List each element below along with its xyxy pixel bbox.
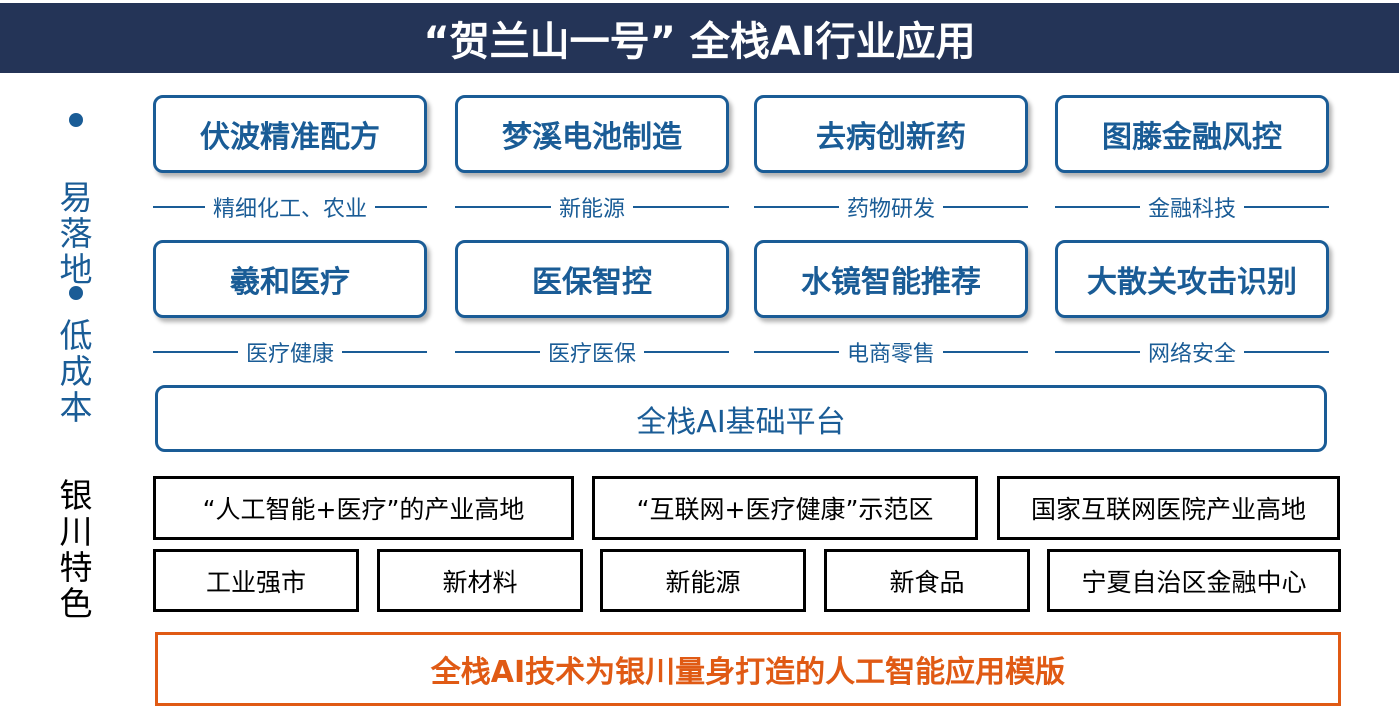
divider-line (153, 351, 238, 353)
feature-box: 新食品 (824, 549, 1030, 612)
sector-label: 电商零售 (754, 337, 1029, 367)
app-box: 梦溪电池制造 (455, 95, 729, 173)
sector-text: 电商零售 (847, 342, 936, 367)
bullet-icon (69, 286, 83, 300)
divider-line (375, 206, 428, 208)
divider-line (455, 351, 540, 353)
divider-line (1244, 351, 1330, 353)
sector-label: 金融科技 (1055, 192, 1330, 222)
app-box: 羲和医疗 (153, 240, 427, 318)
sector-text: 药物研发 (847, 197, 936, 222)
sector-text: 医疗健康 (246, 342, 335, 367)
feature-box: “人工智能+医疗”的产业高地 (153, 476, 574, 540)
divider-line (1055, 351, 1140, 353)
feature-box: 宁夏自治区金融中心 (1047, 549, 1341, 612)
sector-label: 药物研发 (754, 192, 1029, 222)
feature-box: 国家互联网医院产业高地 (997, 476, 1340, 540)
divider-line (455, 206, 551, 208)
feature-box: 新材料 (377, 549, 583, 612)
sector-label: 新能源 (455, 192, 730, 222)
divider-line (754, 206, 839, 208)
sector-text: 网络安全 (1148, 342, 1237, 367)
platform-box: 全栈AI基础平台 (155, 385, 1327, 452)
feature-box: 新能源 (600, 549, 806, 612)
sector-text: 金融科技 (1148, 197, 1237, 222)
sector-text: 精细化工、农业 (213, 197, 368, 222)
side-label-cost: 低成本 (59, 316, 93, 427)
feature-box: “互联网+医疗健康”示范区 (592, 476, 978, 540)
divider-line (1244, 206, 1330, 208)
app-box: 水镜智能推荐 (754, 240, 1028, 318)
feature-box: 工业强市 (153, 549, 359, 612)
sector-label: 医疗健康 (153, 337, 428, 367)
sector-label: 网络安全 (1055, 337, 1330, 367)
divider-line (943, 206, 1029, 208)
divider-line (754, 351, 839, 353)
app-box: 大散关攻击识别 (1055, 240, 1329, 318)
bullet-icon (69, 113, 83, 127)
footer-banner: 全栈AI技术为银川量身打造的人工智能应用模版 (155, 632, 1341, 706)
divider-line (644, 351, 730, 353)
divider-line (943, 351, 1029, 353)
divider-line (342, 351, 428, 353)
divider-line (633, 206, 730, 208)
app-box: 图藤金融风控 (1055, 95, 1329, 173)
side-label-easy: 易落地 (59, 178, 93, 289)
app-box: 伏波精准配方 (153, 95, 427, 173)
page-title: “贺兰山一号” 全栈AI行业应用 (0, 3, 1399, 73)
divider-line (1055, 206, 1140, 208)
sector-label: 医疗医保 (455, 337, 730, 367)
app-box: 医保智控 (455, 240, 729, 318)
divider-line (153, 206, 205, 208)
sector-label: 精细化工、农业 (153, 192, 428, 222)
sector-text: 新能源 (559, 197, 626, 222)
side-label-yinchuan: 银川特色 (59, 476, 93, 623)
sector-text: 医疗医保 (548, 342, 637, 367)
app-box: 去病创新药 (754, 95, 1028, 173)
